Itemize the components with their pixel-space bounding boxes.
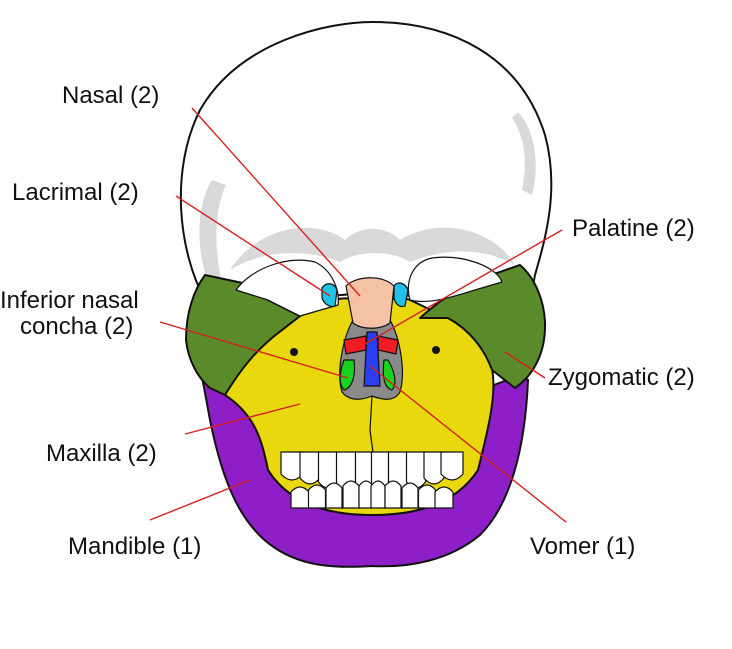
label-mandible: Mandible (1): [68, 533, 201, 560]
vomer: [363, 331, 381, 387]
temporal-shading-left: [199, 180, 226, 282]
upper-tooth: [440, 451, 464, 481]
label-inferior-nasal-line2: concha (2): [20, 313, 133, 340]
lacrimal-right: [393, 282, 409, 308]
lower-tooth: [342, 480, 360, 509]
lower-tooth: [325, 482, 343, 509]
orbit-left: [235, 259, 339, 317]
leader-vomer: [369, 365, 567, 523]
leader-maxilla: [184, 403, 301, 435]
nasal-bone: [345, 277, 395, 329]
label-vomer: Vomer (1): [530, 533, 635, 560]
leader-mandible: [149, 479, 251, 521]
temporal-shading-right: [512, 112, 536, 195]
brow-shading: [230, 227, 515, 270]
label-palatine: Palatine (2): [572, 215, 695, 242]
leader-inferior-nasal-concha: [159, 321, 349, 379]
zygomatic-left: [185, 274, 301, 396]
lower-tooth: [370, 480, 386, 509]
inferior-nasal-concha-left: [339, 359, 356, 391]
infraorbital-foramen-right: [432, 346, 440, 354]
label-inferior-nasal-line1: Inferior nasal: [0, 287, 139, 314]
lower-tooth: [307, 484, 327, 509]
lower-tooth: [401, 482, 419, 509]
infraorbital-foramen-left: [290, 348, 298, 356]
leader-palatine: [364, 229, 563, 345]
label-zygomatic: Zygomatic (2): [548, 364, 695, 391]
teeth: [280, 451, 464, 509]
leader-lacrimal: [175, 195, 331, 297]
lower-tooth: [290, 486, 310, 509]
upper-tooth: [423, 451, 445, 485]
leader-lines: [149, 107, 567, 523]
lower-tooth: [417, 484, 437, 509]
lower-tooth: [384, 480, 402, 509]
leader-nasal: [191, 107, 361, 297]
upper-tooth: [299, 451, 321, 485]
label-maxilla: Maxilla (2): [46, 440, 157, 467]
leader-zygomatic: [504, 351, 546, 379]
label-lacrimal: Lacrimal (2): [12, 179, 139, 206]
cranium: [179, 21, 553, 301]
lower-tooth: [434, 486, 454, 509]
inferior-nasal-concha-right: [382, 359, 396, 391]
label-nasal: Nasal (2): [62, 82, 159, 109]
